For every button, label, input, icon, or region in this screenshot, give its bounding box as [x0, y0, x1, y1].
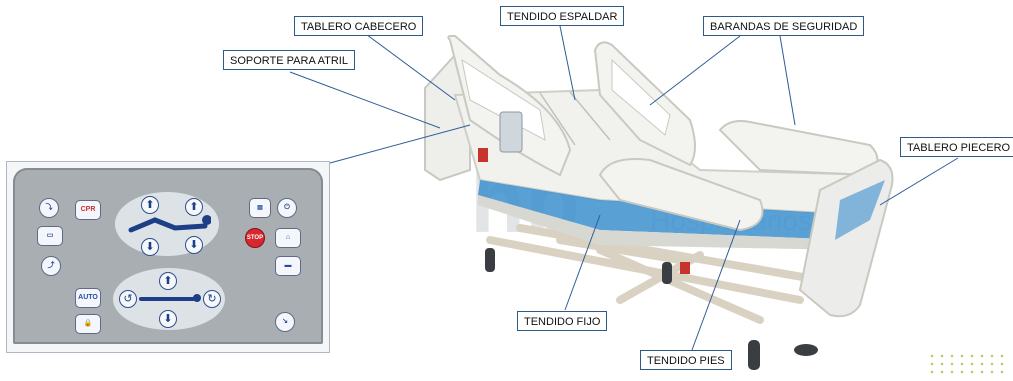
backrest-up-arrow[interactable]: ⬆	[141, 196, 159, 214]
grid-dot	[990, 362, 994, 366]
grid-dot	[1000, 354, 1004, 358]
grid-dot	[940, 354, 944, 358]
grid-dot	[960, 370, 964, 374]
label-soporte-atril: SOPORTE PARA ATRIL	[223, 50, 355, 70]
grid-dot	[960, 362, 964, 366]
knee-down-arrow[interactable]: ⬇	[185, 236, 203, 254]
grid-dot	[970, 354, 974, 358]
red-actuator	[478, 148, 488, 162]
side-rail-foot-far	[718, 120, 879, 177]
knee-up-arrow[interactable]: ⬆	[185, 198, 203, 216]
nurse-call-button[interactable]: ↘	[275, 312, 295, 332]
height-down-arrow[interactable]: ⬇	[159, 310, 177, 328]
tilt-left-icon[interactable]: ↺	[119, 290, 137, 308]
power-button[interactable]: ⏻	[277, 198, 297, 218]
cpr-button[interactable]: CPR	[75, 200, 101, 220]
label-barandas-seguridad: BARANDAS DE SEGURIDAD	[703, 16, 865, 36]
grid-dot	[1000, 370, 1004, 374]
low-position-button[interactable]: ▬	[275, 256, 301, 276]
grid-dot	[940, 370, 944, 374]
grid-dot	[1000, 362, 1004, 366]
label-tablero-piecero: TABLERO PIECERO	[900, 137, 1013, 157]
label-tendido-espaldar: TENDIDO ESPALDAR	[500, 6, 625, 26]
home-position-button[interactable]: ⌂	[275, 228, 301, 248]
grid-dot	[960, 354, 964, 358]
side-rail-foot	[598, 158, 764, 232]
grid-dot	[980, 370, 984, 374]
grid-dot	[990, 370, 994, 374]
battery-status-icon: ▤	[249, 198, 271, 218]
dot-grid	[930, 354, 1004, 374]
control-panel: ⤵ CPR ▭ ⤴ AUTO 🔒 ⬆ ⬆ ⬇ ⬇ ⬆ ⬇ ↺ ↻ ▤ ⏻ STO…	[13, 168, 323, 344]
grid-dot	[980, 354, 984, 358]
stop-button[interactable]: STOP	[245, 228, 265, 248]
grid-dot	[990, 354, 994, 358]
grid-dot	[970, 370, 974, 374]
grid-dot	[950, 354, 954, 358]
grid-dot	[930, 362, 934, 366]
auto-button[interactable]: AUTO	[75, 288, 101, 308]
trendelenburg-button[interactable]: ⤵	[39, 198, 59, 218]
grid-dot	[980, 362, 984, 366]
flat-position-button[interactable]: ▭	[37, 226, 63, 246]
label-tendido-pies: TENDIDO PIES	[640, 350, 732, 370]
label-tablero-cabecero: TABLERO CABECERO	[294, 16, 424, 36]
grid-dot	[930, 354, 934, 358]
patient-sitting-icon	[128, 215, 211, 233]
grid-dot	[950, 362, 954, 366]
tilt-right-icon[interactable]: ↻	[203, 290, 221, 308]
chair-position-button[interactable]: ⤴	[41, 256, 61, 276]
grid-dot	[940, 362, 944, 366]
grid-dot	[970, 362, 974, 366]
patient-lying-icon	[139, 294, 201, 302]
control-panel-inset: ⤵ CPR ▭ ⤴ AUTO 🔒 ⬆ ⬆ ⬇ ⬇ ⬆ ⬇ ↺ ↻ ▤ ⏻ STO…	[6, 161, 330, 353]
label-tendido-fijo: TENDIDO FIJO	[517, 311, 608, 331]
lock-button[interactable]: 🔒	[75, 314, 101, 334]
grid-dot	[930, 370, 934, 374]
height-up-arrow[interactable]: ⬆	[159, 272, 177, 290]
leader-lines	[289, 25, 959, 351]
grid-dot	[950, 370, 954, 374]
backrest-down-arrow[interactable]: ⬇	[141, 238, 159, 256]
caster-wheels	[485, 248, 818, 370]
